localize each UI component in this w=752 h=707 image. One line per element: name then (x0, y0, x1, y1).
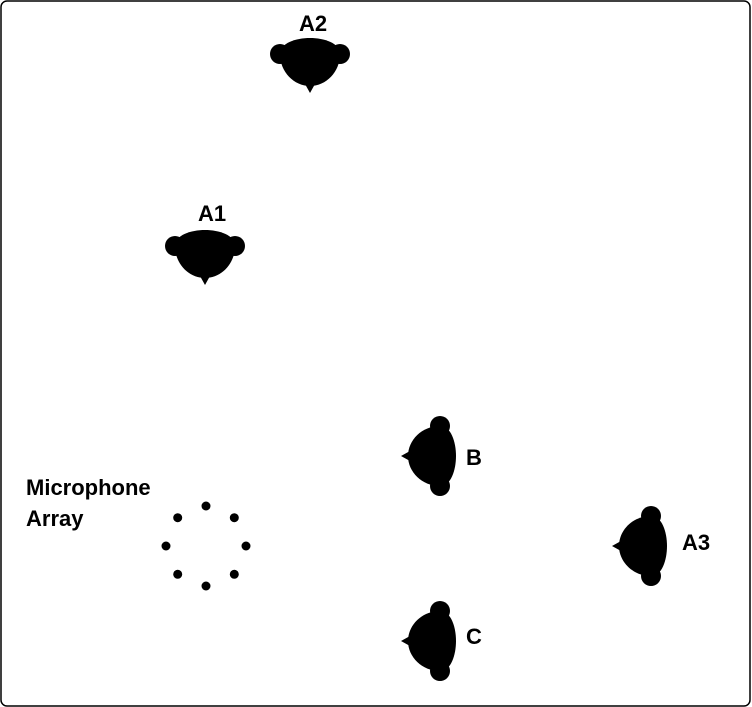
microphone-dot-icon (241, 541, 251, 551)
microphone-dot-icon (173, 569, 183, 579)
person-top-view-icon (612, 506, 667, 586)
microphone-dot-icon (161, 541, 171, 551)
person-top-view-icon (270, 38, 350, 93)
speaker-c-label: C (466, 624, 482, 649)
speaker-b-label: B (466, 445, 482, 470)
microphone-dot-icon (229, 569, 239, 579)
speaker-b (401, 416, 456, 496)
microphone-dot-icon (201, 501, 211, 511)
speaker-c (401, 601, 456, 681)
microphone-dot-icon (201, 581, 211, 591)
person-top-view-icon (401, 601, 456, 681)
microphone-array (161, 501, 251, 591)
microphone-array-label-line2: Array (26, 506, 84, 531)
microphone-array-label-line1: Microphone (26, 475, 151, 500)
person-top-view-icon (165, 230, 245, 285)
speaker-a2 (270, 38, 350, 93)
person-top-view-icon (401, 416, 456, 496)
speaker-a1 (165, 230, 245, 285)
speaker-a2-label: A2 (299, 11, 327, 36)
speaker-a1-label: A1 (198, 201, 226, 226)
speaker-a3 (612, 506, 667, 586)
microphone-dot-icon (173, 513, 183, 523)
speaker-a3-label: A3 (682, 530, 710, 555)
microphone-dot-icon (229, 513, 239, 523)
